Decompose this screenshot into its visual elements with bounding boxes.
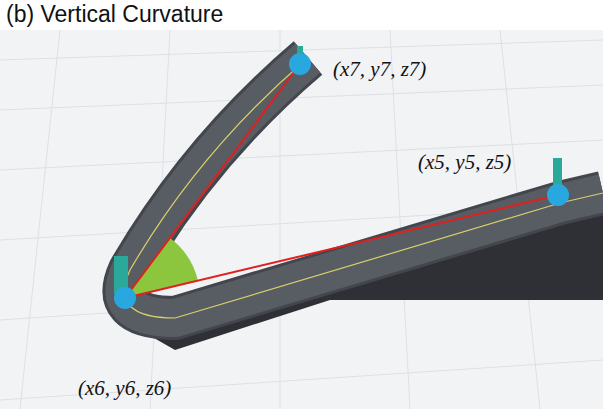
point-marker <box>547 184 569 206</box>
ground-plane <box>0 30 603 409</box>
coordinate-label: (x6, y6, z6) <box>78 376 171 401</box>
figure-title: (b) Vertical Curvature <box>6 1 223 28</box>
road-edge <box>125 58 603 318</box>
coordinate-label: (x5, y5, z5) <box>418 150 511 175</box>
chord-line <box>125 195 558 298</box>
road-centerline <box>125 58 603 318</box>
coordinate-label: (x7, y7, z7) <box>333 57 426 82</box>
point-marker <box>114 287 136 309</box>
point-marker <box>289 53 311 75</box>
road-surface <box>125 58 603 318</box>
grid-lines <box>0 30 603 409</box>
